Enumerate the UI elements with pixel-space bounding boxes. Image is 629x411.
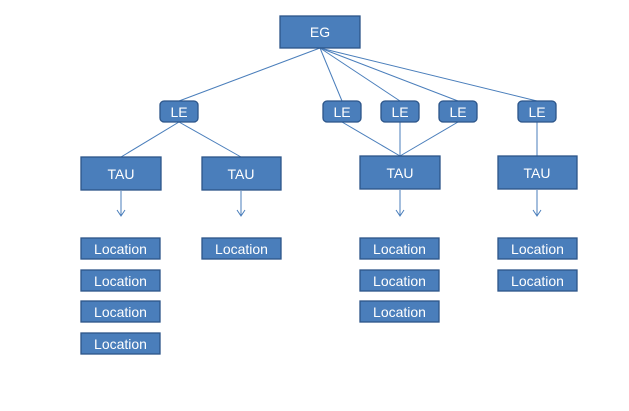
tau-label: TAU	[387, 165, 414, 181]
location-label: Location	[94, 273, 147, 289]
le-label: LE	[449, 104, 466, 120]
location-node[interactable]: Location	[497, 269, 578, 292]
location-node[interactable]: Location	[80, 269, 161, 292]
tau-node-3[interactable]: TAU	[359, 155, 441, 190]
location-label: Location	[511, 241, 564, 257]
le-label: LE	[391, 104, 408, 120]
tau-label: TAU	[108, 166, 135, 182]
le-node-5[interactable]: LE	[517, 100, 557, 123]
location-label: Location	[373, 241, 426, 257]
le-node-1[interactable]: LE	[159, 100, 199, 123]
location-label: Location	[511, 273, 564, 289]
location-node[interactable]: Location	[80, 237, 161, 260]
le-label: LE	[333, 104, 350, 120]
arrow-tau1	[116, 191, 126, 217]
arrow-tau3	[395, 190, 405, 217]
location-node[interactable]: Location	[80, 300, 161, 323]
arrow-tau2	[236, 191, 246, 217]
edge-eg-le-4	[319, 47, 459, 102]
location-node[interactable]: Location	[359, 237, 440, 260]
location-node[interactable]: Location	[359, 300, 440, 323]
tau-node-1[interactable]: TAU	[80, 156, 162, 191]
tau-label: TAU	[524, 165, 551, 181]
le-node-3[interactable]: LE	[380, 100, 420, 123]
le-label: LE	[528, 104, 545, 120]
tau-node-4[interactable]: TAU	[497, 155, 578, 190]
edge-le4-tau3	[399, 121, 459, 157]
location-node[interactable]: Location	[80, 332, 161, 355]
location-label: Location	[94, 336, 147, 352]
edge-eg-le-3	[319, 47, 401, 102]
location-node[interactable]: Location	[497, 237, 578, 260]
edges-layer	[116, 47, 542, 217]
le-node-4[interactable]: LE	[438, 100, 478, 123]
location-label: Location	[94, 304, 147, 320]
eg-node[interactable]: EG	[279, 15, 361, 49]
edge-le2-tau3	[341, 121, 401, 157]
arrow-tau4	[532, 190, 542, 217]
eg-label: EG	[310, 24, 330, 40]
location-label: Location	[373, 273, 426, 289]
le-node-2[interactable]: LE	[322, 100, 362, 123]
edge-le1-tau1	[120, 121, 180, 158]
edge-eg-le-5	[319, 47, 538, 102]
location-node[interactable]: Location	[359, 269, 440, 292]
location-node[interactable]: Location	[201, 237, 282, 260]
location-label: Location	[94, 241, 147, 257]
tau-node-2[interactable]: TAU	[201, 156, 282, 191]
nodes-layer: EG LE LE LE LE LE TAU TAU	[80, 15, 578, 355]
edge-le1-tau2	[178, 121, 242, 158]
location-label: Location	[215, 241, 268, 257]
location-label: Location	[373, 304, 426, 320]
edge-eg-le-2	[319, 47, 343, 102]
edge-eg-le-1	[178, 47, 321, 102]
tau-label: TAU	[228, 166, 255, 182]
le-label: LE	[170, 104, 187, 120]
